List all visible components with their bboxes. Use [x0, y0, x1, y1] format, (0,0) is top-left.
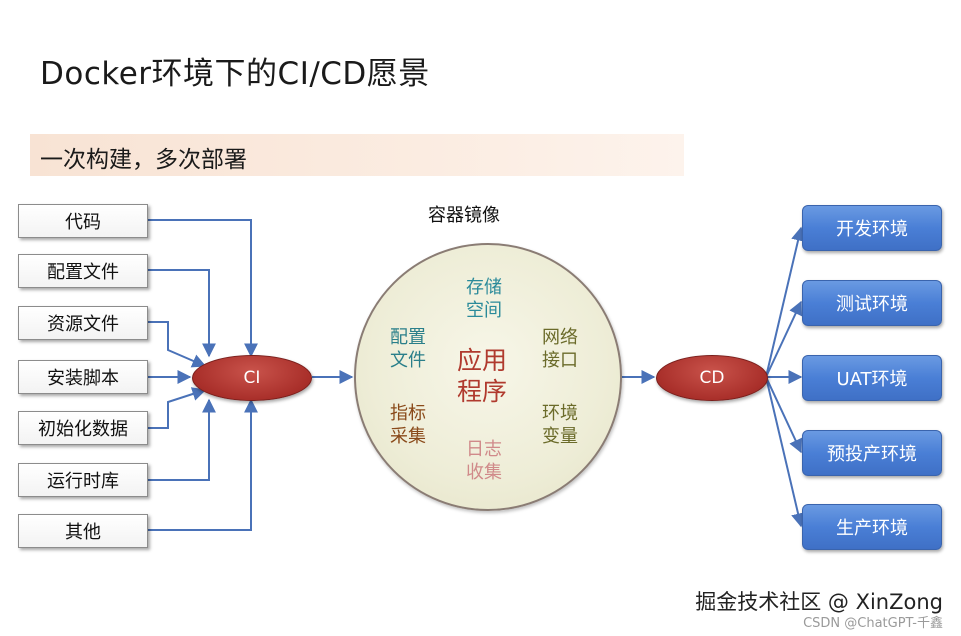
edge-resource-ci — [147, 321, 207, 368]
watermark: 掘金技术社区 @ XinZong — [695, 590, 943, 614]
edge-other-ci — [147, 398, 258, 531]
env-uat: UAT环境 — [802, 355, 942, 401]
label-env-vars: 环境 变量 — [542, 403, 578, 447]
label-application: 应用 程序 — [457, 346, 508, 407]
subtitle-text: 一次构建，多次部署 — [40, 147, 247, 173]
container-image-circle: 存储 空间 配置 文件 网络 接口 应用 程序 指标 采集 环境 变量 日志 收… — [354, 243, 622, 511]
input-code: 代码 — [18, 204, 148, 238]
env-dev: 开发环境 — [802, 205, 942, 251]
watermark-sub: CSDN @ChatGPT-千鑫 — [803, 616, 943, 631]
subtitle-banner: 一次构建，多次部署 — [30, 134, 684, 176]
input-other: 其他 — [18, 514, 148, 548]
input-config-file: 配置文件 — [18, 254, 148, 288]
edge-runtime-ci — [147, 398, 216, 481]
label-network: 网络 接口 — [542, 327, 578, 371]
container-title: 容器镜像 — [428, 205, 500, 226]
input-runtime-lib: 运行时库 — [18, 463, 148, 497]
edge-code-ci — [147, 219, 258, 358]
edge-cd-test — [765, 300, 803, 378]
input-resource-file: 资源文件 — [18, 306, 148, 340]
ci-label: CI — [243, 368, 261, 388]
edge-cd-prod — [765, 376, 805, 528]
env-prod: 生产环境 — [802, 504, 942, 550]
env-preprod: 预投产环境 — [802, 430, 942, 476]
label-log: 日志 收集 — [466, 439, 502, 483]
label-storage: 存储 空间 — [466, 277, 502, 321]
edge-cd-dev — [765, 226, 805, 378]
cd-node: CD — [656, 355, 768, 401]
diagram-title: Docker环境下的CI/CD愿景 — [40, 56, 430, 92]
env-test: 测试环境 — [802, 280, 942, 326]
edge-config-ci — [147, 269, 216, 358]
cd-label: CD — [699, 368, 725, 388]
input-install-script: 安装脚本 — [18, 360, 148, 394]
ci-node: CI — [192, 355, 312, 401]
label-metrics: 指标 采集 — [390, 403, 426, 447]
edge-cd-preprod — [765, 376, 803, 454]
label-config: 配置 文件 — [390, 327, 426, 371]
edge-initdata-ci — [147, 387, 207, 429]
input-init-data: 初始化数据 — [18, 411, 148, 445]
